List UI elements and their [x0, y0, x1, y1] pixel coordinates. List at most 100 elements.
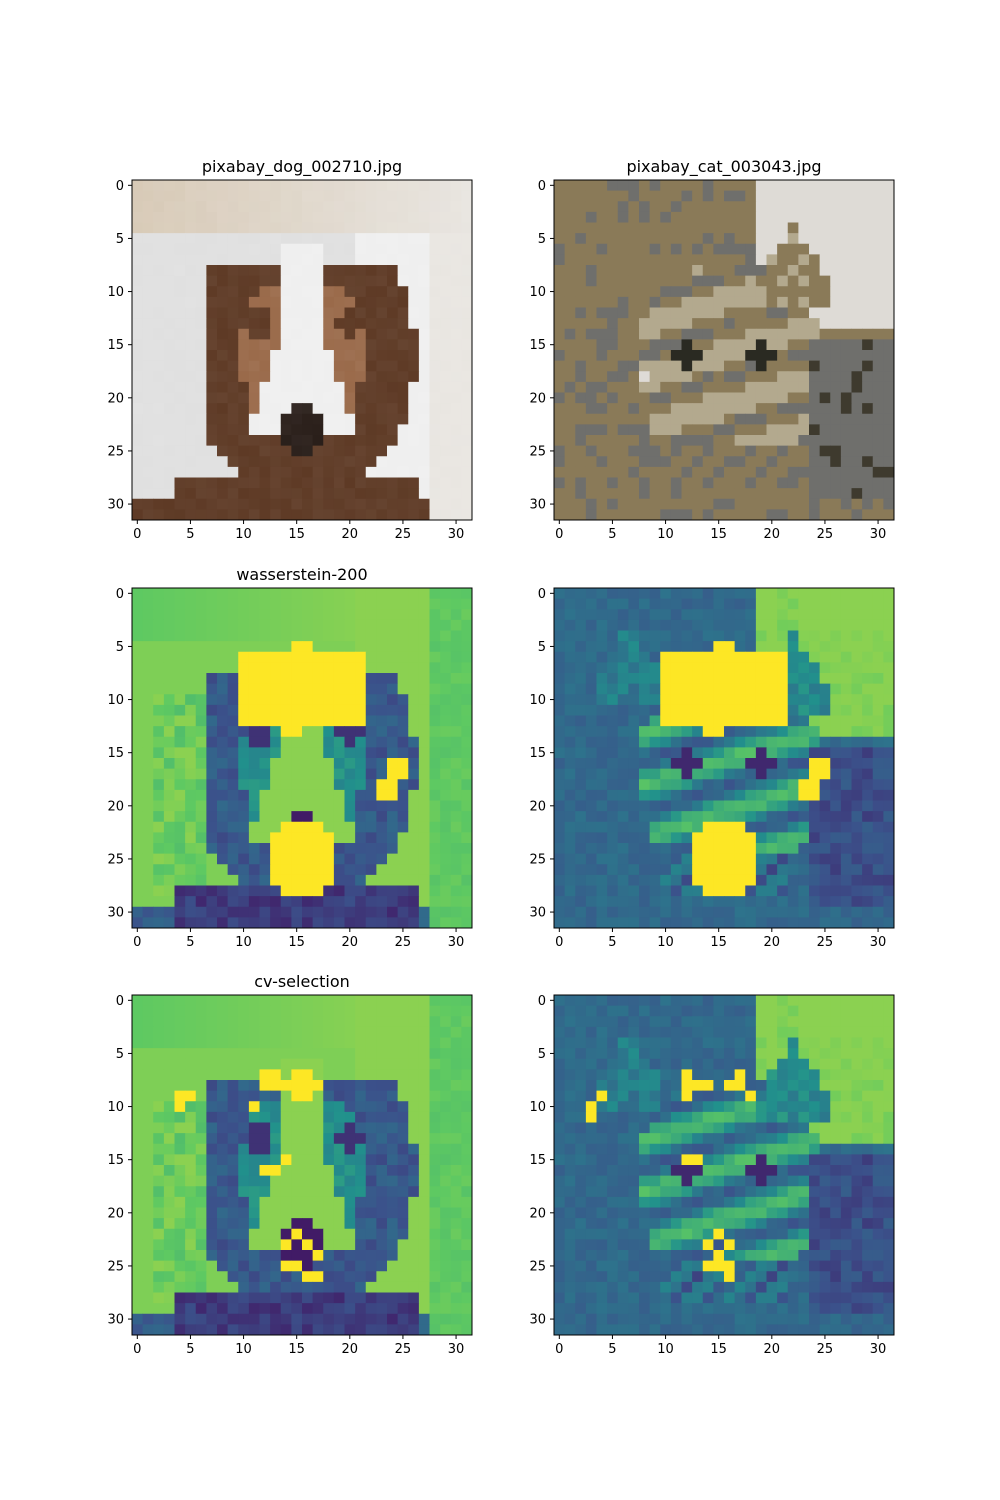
- heatmap-cell: [692, 381, 704, 393]
- heatmap-cell: [248, 477, 260, 489]
- heatmap-cell: [692, 265, 704, 277]
- heatmap-cell: [418, 1111, 430, 1123]
- heatmap-cell: [185, 275, 197, 287]
- heatmap-cell: [291, 811, 303, 823]
- heatmap-cell: [734, 588, 746, 600]
- heatmap-cell: [639, 704, 651, 716]
- heatmap-cell: [681, 509, 693, 521]
- heatmap-cell: [227, 1069, 239, 1081]
- heatmap-cell: [766, 403, 778, 415]
- heatmap-cell: [713, 885, 725, 897]
- heatmap-cell: [798, 821, 810, 833]
- heatmap-cell: [153, 843, 165, 855]
- heatmap-cell: [755, 641, 767, 653]
- heatmap-cell: [418, 588, 430, 600]
- heatmap-cell: [238, 1228, 250, 1240]
- heatmap-cell: [174, 211, 186, 223]
- heatmap-cell: [819, 275, 831, 287]
- heatmap-cell: [639, 488, 651, 500]
- heatmap-cell: [344, 995, 356, 1007]
- heatmap-cell: [851, 296, 863, 308]
- heatmap-cell: [670, 917, 682, 929]
- heatmap-cell: [418, 1207, 430, 1219]
- heatmap-cell: [217, 1218, 229, 1230]
- heatmap-cell: [387, 1016, 399, 1028]
- heatmap-cell: [312, 1026, 324, 1038]
- heatmap-cell: [670, 832, 682, 844]
- heatmap-cell: [734, 821, 746, 833]
- heatmap-cell: [195, 609, 207, 621]
- heatmap-cell: [830, 509, 842, 521]
- heatmap-cell: [344, 339, 356, 351]
- heatmap-cell: [755, 180, 767, 192]
- heatmap-cell: [387, 435, 399, 447]
- heatmap-cell: [206, 254, 218, 266]
- heatmap-cell: [809, 392, 821, 404]
- heatmap-cell: [787, 864, 799, 876]
- heatmap-cell: [408, 768, 420, 780]
- heatmap-cell: [217, 1037, 229, 1049]
- heatmap-cell: [270, 662, 282, 674]
- heatmap-cell: [238, 233, 250, 245]
- heatmap-cell: [639, 254, 651, 266]
- heatmap-cell: [596, 758, 608, 770]
- heatmap-cell: [440, 885, 452, 897]
- heatmap-cell: [702, 350, 714, 362]
- heatmap-cell: [195, 350, 207, 362]
- heatmap-cell: [585, 630, 597, 642]
- heatmap-cell: [429, 445, 441, 457]
- heatmap-cell: [798, 864, 810, 876]
- heatmap-cell: [564, 789, 576, 801]
- heatmap-cell: [554, 371, 566, 383]
- heatmap-cell: [862, 630, 874, 642]
- heatmap-cell: [418, 906, 430, 918]
- heatmap-cell: [206, 758, 218, 770]
- heatmap-cell: [724, 435, 736, 447]
- heatmap-cell: [564, 254, 576, 266]
- heatmap-cell: [840, 683, 852, 695]
- heatmap-cell: [862, 265, 874, 277]
- heatmap-cell: [344, 874, 356, 886]
- heatmap-cell: [238, 307, 250, 319]
- heatmap-cell: [323, 1228, 335, 1240]
- heatmap-cell: [766, 779, 778, 791]
- heatmap-cell: [291, 1058, 303, 1070]
- heatmap-cell: [883, 747, 895, 759]
- heatmap-cell: [564, 265, 576, 277]
- heatmap-cell: [564, 403, 576, 415]
- heatmap-cell: [617, 736, 629, 748]
- heatmap-cell: [440, 821, 452, 833]
- heatmap-cell: [724, 296, 736, 308]
- heatmap-cell: [238, 265, 250, 277]
- heatmap-cell: [270, 1218, 282, 1230]
- heatmap-cell: [259, 885, 271, 897]
- heatmap-cell: [617, 588, 629, 600]
- heatmap-cell: [692, 509, 704, 521]
- heatmap-cell: [660, 180, 672, 192]
- heatmap-cell: [280, 190, 292, 202]
- heatmap-cell: [745, 768, 757, 780]
- heatmap-cell: [766, 747, 778, 759]
- heatmap-cell: [238, 488, 250, 500]
- heatmap-cell: [312, 874, 324, 886]
- heatmap-cell: [195, 466, 207, 478]
- heatmap-cell: [397, 768, 409, 780]
- heatmap-cell: [851, 588, 863, 600]
- heatmap-cell: [280, 1154, 292, 1166]
- heatmap-cell: [280, 906, 292, 918]
- heatmap-cell: [819, 254, 831, 266]
- photo-image: [132, 180, 473, 521]
- heatmap-cell: [734, 265, 746, 277]
- heatmap-cell: [302, 1101, 314, 1113]
- heatmap-cell: [798, 874, 810, 886]
- heatmap-cell: [206, 694, 218, 706]
- heatmap-cell: [291, 673, 303, 685]
- heatmap-cell: [397, 1080, 409, 1092]
- x-tick-label: 5: [608, 527, 616, 542]
- heatmap-cell: [830, 350, 842, 362]
- heatmap-cell: [607, 758, 619, 770]
- heatmap-cell: [333, 424, 345, 436]
- heatmap-cell: [365, 1218, 377, 1230]
- heatmap-cell: [777, 588, 789, 600]
- heatmap-cell: [440, 651, 452, 663]
